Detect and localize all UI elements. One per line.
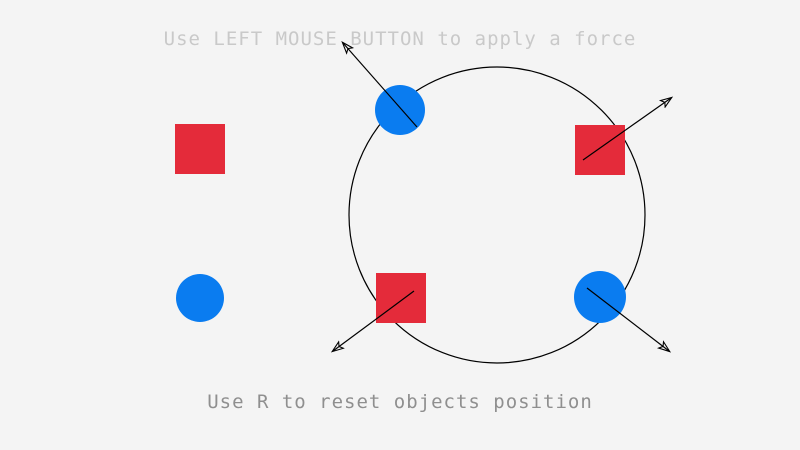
body-square-left[interactable] [175, 124, 225, 174]
force-arrow-circle-top [343, 43, 418, 128]
force-arrow-circle-bottom-right [586, 287, 669, 351]
body-circle-top[interactable] [375, 85, 425, 135]
hint-text-reset-objects: Use R to reset objects position [207, 391, 593, 413]
constraint-ring [348, 66, 646, 364]
body-circle-left[interactable] [176, 274, 224, 322]
force-arrow-square-bottom [333, 290, 415, 351]
hint-text-apply-force: Use LEFT MOUSE BUTTON to apply a force [163, 28, 637, 50]
body-square-right[interactable] [575, 125, 625, 175]
force-arrow-square-right [582, 98, 671, 161]
body-square-bottom[interactable] [376, 273, 426, 323]
body-circle-bottom-right[interactable] [574, 271, 626, 323]
